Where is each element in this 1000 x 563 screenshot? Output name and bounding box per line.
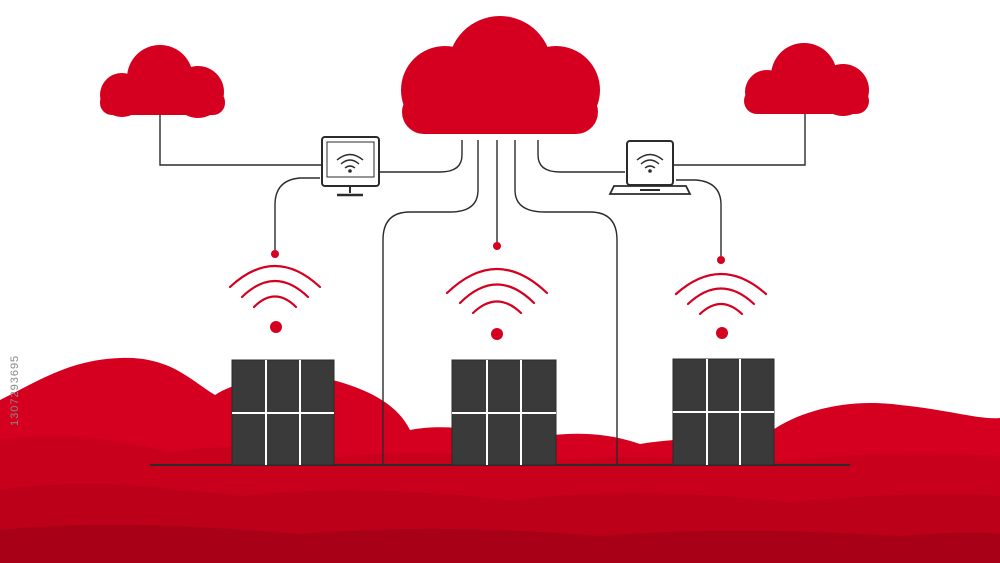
laptop-icon — [608, 140, 692, 195]
connection-lines — [159, 108, 806, 465]
cloud-icon-right — [744, 43, 869, 116]
wifi-icon — [636, 153, 664, 169]
server-panel-left — [231, 359, 335, 466]
cloud-icon-left — [100, 45, 225, 118]
cloud-icon-center — [401, 16, 600, 134]
desktop-monitor-icon — [321, 136, 380, 197]
stock-id-watermark: 1307293695 — [9, 354, 21, 426]
wifi-signal-icon-center — [445, 242, 549, 340]
wifi-icon — [336, 153, 364, 169]
wifi-signal-icon-right — [674, 256, 768, 339]
server-panel-center — [451, 359, 557, 466]
server-panel-right — [672, 358, 775, 466]
wifi-signal-icon-left — [228, 250, 322, 333]
